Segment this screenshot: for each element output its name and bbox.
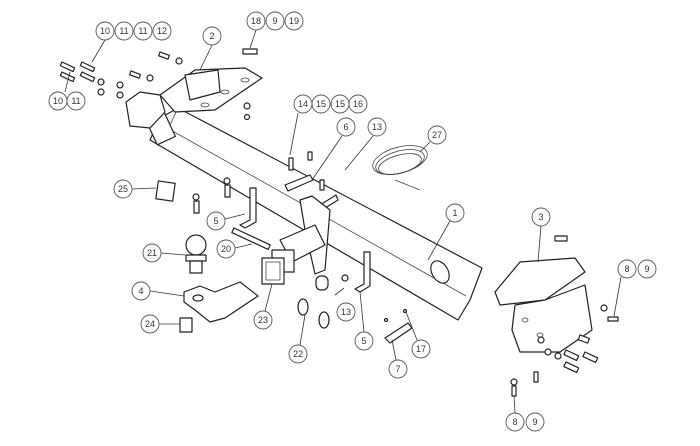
callout-9: 9 xyxy=(525,412,545,432)
callout-7: 7 xyxy=(388,359,408,379)
callout-27: 27 xyxy=(427,125,447,145)
wiring-coil xyxy=(372,145,428,191)
callout-4: 4 xyxy=(131,281,151,301)
svg-text:2: 2 xyxy=(209,31,214,41)
callout-11: 11 xyxy=(133,21,153,41)
svg-text:1: 1 xyxy=(452,208,457,218)
callout-19: 19 xyxy=(284,11,304,31)
svg-text:11: 11 xyxy=(71,96,80,106)
svg-text:5: 5 xyxy=(213,216,218,226)
callout-17: 17 xyxy=(411,339,431,359)
hanger-brackets xyxy=(192,177,371,293)
svg-text:24: 24 xyxy=(145,319,155,329)
svg-text:19: 19 xyxy=(289,16,299,26)
callout-20: 20 xyxy=(216,239,236,259)
svg-text:16: 16 xyxy=(353,99,363,109)
svg-text:7: 7 xyxy=(395,364,400,374)
callout-23: 23 xyxy=(253,310,273,330)
svg-text:22: 22 xyxy=(293,349,303,359)
callout-21: 21 xyxy=(142,243,162,263)
callout-8: 8 xyxy=(505,412,525,432)
svg-text:17: 17 xyxy=(416,344,426,354)
svg-text:23: 23 xyxy=(258,315,268,325)
callout-3: 3 xyxy=(531,207,551,227)
callout-8: 8 xyxy=(617,259,637,279)
svg-text:8: 8 xyxy=(512,417,517,427)
callout-11: 11 xyxy=(114,21,134,41)
callout-13: 13 xyxy=(367,117,387,137)
right-mounting-bracket xyxy=(494,235,593,353)
callout-12: 12 xyxy=(152,21,172,41)
svg-text:9: 9 xyxy=(272,16,277,26)
callout-2: 2 xyxy=(202,26,222,46)
callout-13: 13 xyxy=(336,302,356,322)
callout-16: 16 xyxy=(348,94,368,114)
svg-text:27: 27 xyxy=(432,130,442,140)
svg-text:18: 18 xyxy=(251,16,261,26)
callout-6: 6 xyxy=(336,117,356,137)
svg-text:14: 14 xyxy=(298,99,308,109)
label-decal-24 xyxy=(179,317,193,333)
shackles xyxy=(297,298,330,329)
callout-10: 10 xyxy=(95,21,115,41)
left-mounting-bracket xyxy=(125,67,263,129)
callout-24: 24 xyxy=(140,314,160,334)
svg-text:9: 9 xyxy=(532,417,537,427)
svg-text:11: 11 xyxy=(119,26,128,36)
svg-text:8: 8 xyxy=(624,264,629,274)
callout-25: 25 xyxy=(113,179,133,199)
bolts-left xyxy=(59,48,258,121)
bolt-13 xyxy=(341,274,349,282)
svg-text:9: 9 xyxy=(644,264,649,274)
svg-text:13: 13 xyxy=(372,122,382,132)
callout-14: 14 xyxy=(293,94,313,114)
plate-7 xyxy=(384,322,413,344)
svg-text:13: 13 xyxy=(341,307,351,317)
callout-18: 18 xyxy=(246,11,266,31)
svg-text:4: 4 xyxy=(138,286,143,296)
callout-11: 11 xyxy=(66,91,86,111)
bolts-right xyxy=(510,304,619,397)
svg-text:5: 5 xyxy=(361,336,366,346)
callout-1: 1 xyxy=(445,203,465,223)
svg-text:12: 12 xyxy=(157,26,167,36)
svg-text:10: 10 xyxy=(100,26,110,36)
callout-10: 10 xyxy=(48,91,68,111)
svg-text:10: 10 xyxy=(53,96,63,106)
svg-text:11: 11 xyxy=(138,26,147,36)
svg-text:21: 21 xyxy=(147,248,157,258)
svg-text:6: 6 xyxy=(343,122,348,132)
receiver-housing xyxy=(261,195,331,291)
svg-text:15: 15 xyxy=(316,99,326,109)
tow-ball xyxy=(185,234,207,274)
callout-15: 15 xyxy=(330,94,350,114)
callout-15: 15 xyxy=(311,94,331,114)
svg-text:3: 3 xyxy=(538,212,543,222)
callout-5: 5 xyxy=(206,211,226,231)
svg-text:25: 25 xyxy=(118,184,128,194)
callouts: 10 11 11 12 10 11 2 18 9 19 14 15 15 16 … xyxy=(48,11,657,432)
callout-5: 5 xyxy=(354,331,374,351)
ball-mount-drawbar xyxy=(183,281,259,323)
hitch-pin xyxy=(231,227,271,251)
callout-9: 9 xyxy=(637,259,657,279)
leader-lines xyxy=(64,29,622,414)
svg-text:20: 20 xyxy=(221,244,231,254)
callout-22: 22 xyxy=(288,344,308,364)
svg-text:15: 15 xyxy=(335,99,345,109)
label-decal-25 xyxy=(155,180,176,202)
callout-9: 9 xyxy=(265,11,285,31)
